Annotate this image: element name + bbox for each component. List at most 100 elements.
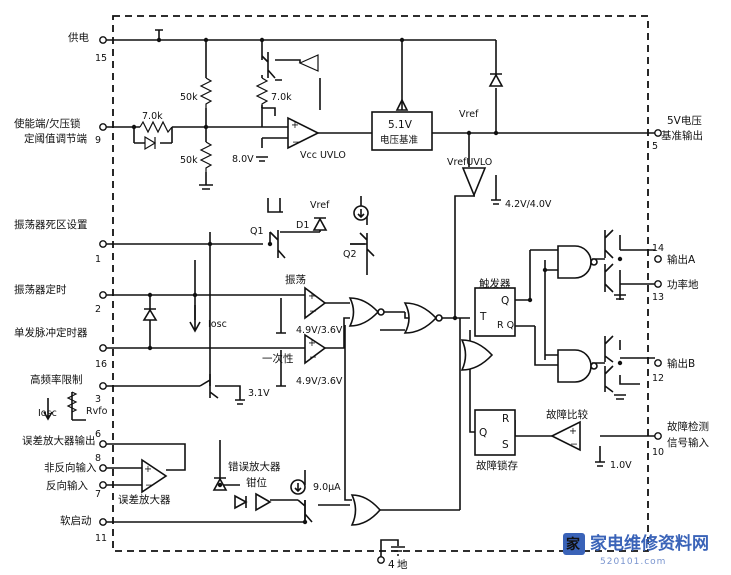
voltage: 3.1V <box>248 388 270 399</box>
label-2: 钳位 <box>246 476 267 489</box>
nand-gate-a <box>557 245 598 279</box>
pin-1: 振荡器死区设置 1 <box>14 218 107 265</box>
current-source-9ua: 9.0μA <box>290 479 341 523</box>
voltage-reference-block: 5.1V 电压基准 <box>371 98 433 151</box>
pin-label: 软启动 <box>60 514 92 527</box>
label: 误差放大器 <box>118 493 171 506</box>
svg-text:+: + <box>308 338 316 349</box>
pin-number: 14 <box>652 243 664 254</box>
pin-9: 使能端/欠压锁 定阈值调节端 9 <box>14 117 107 146</box>
label: 9.0μA <box>313 482 341 493</box>
vref-label: Vref <box>459 109 479 120</box>
pin-label: 输出B <box>667 357 695 370</box>
comparator-one-shot: + − 一次性 4.9V/3.6V <box>262 333 343 387</box>
value-label: 50k <box>180 155 198 166</box>
comparator-vref-uvlo: VrefUVLO 4.2V/4.0V <box>447 157 552 210</box>
rvfo-resistor: Rvfo Iosc <box>38 391 108 421</box>
pin-2: 振荡器定时 2 <box>14 283 107 315</box>
pin-number: 9 <box>95 135 101 146</box>
pin-label: 使能端/欠压锁 <box>14 117 81 130</box>
pin-number: 5 <box>652 141 658 152</box>
watermark-title: 家电维修资料网 <box>590 533 709 554</box>
pin-number: 3 <box>95 394 101 405</box>
threshold: 4.9V/3.6V <box>296 376 343 387</box>
diode-vref <box>488 73 504 87</box>
current-source-top <box>353 196 369 221</box>
pin-6: 误差放大器输出 6 <box>22 429 107 448</box>
value-label: 7.0k <box>142 111 163 122</box>
pin-number: 8 <box>95 453 101 464</box>
pin-s: S <box>502 439 509 451</box>
voltage: 5.1V <box>388 119 413 131</box>
threshold: 4.2V/4.0V <box>505 199 552 210</box>
pin-label-2: 信号输入 <box>667 436 709 449</box>
pin-4: 4 地 <box>377 539 408 571</box>
pin-16: 单发脉冲定时器 16 <box>14 326 107 370</box>
label: 故障比较 <box>546 408 588 421</box>
watermark-url: 520101.com <box>600 557 666 567</box>
nor-gate-osc <box>348 297 385 327</box>
pin-label: 5V电压 <box>667 114 702 127</box>
comparator-fault: + − 故障比较 1.0V <box>546 408 632 471</box>
pin-3: 高频率限制 3 <box>30 373 107 405</box>
transistor-uvlo <box>261 52 319 79</box>
pin-label: 振荡器死区设置 <box>14 218 88 231</box>
pin-label: 地 <box>397 558 408 571</box>
pin-number: 4 <box>388 559 395 571</box>
svg-text:−: − <box>292 137 300 148</box>
pin-11: 软启动 11 <box>60 514 107 544</box>
pin-label: 输出A <box>667 253 696 266</box>
pin-12: 输出B 12 <box>652 357 695 384</box>
value-label: 50k <box>180 92 198 103</box>
svg-text:−: − <box>309 306 317 317</box>
transistor-q1: Q1 <box>250 198 286 259</box>
label: 一次性 <box>262 352 294 365</box>
pin-label: 非反向输入 <box>44 461 97 474</box>
label: Rvfo <box>86 406 108 417</box>
svg-text:+: + <box>291 120 299 131</box>
pin-number: 16 <box>95 359 107 370</box>
pin-t: T <box>479 311 487 323</box>
label: Iosc <box>208 319 227 330</box>
threshold: 1.0V <box>610 460 632 471</box>
resistor-50k-bottom: 50k <box>180 141 213 172</box>
output-driver-b <box>604 335 626 400</box>
diode-pin2 <box>142 308 158 321</box>
pin-number: 2 <box>95 304 101 315</box>
pin-number: 12 <box>652 373 664 384</box>
nand-gate-b <box>557 349 598 383</box>
pin-label: 功率地 <box>667 278 699 291</box>
pin-number: 1 <box>95 254 101 265</box>
pin-label: 单发脉冲定时器 <box>14 326 88 339</box>
label: Q2 <box>343 249 357 260</box>
diode-d1: D1 <box>296 217 328 231</box>
flip-flop: 触发器 T Q R Q <box>474 277 516 337</box>
label: D1 <box>296 220 309 231</box>
nor-gate-2 <box>403 302 443 334</box>
pin-q: Q <box>479 427 487 439</box>
pin-7: 反向输入 7 <box>46 479 107 500</box>
pin-label: 振荡器定时 <box>14 283 67 296</box>
source-8v: 8.0V <box>232 154 254 165</box>
comparator-vcc-uvlo: + − Vcc UVLO <box>287 116 346 161</box>
pin-number: 15 <box>95 53 107 64</box>
pin-label: 误差放大器输出 <box>22 434 96 447</box>
pin-label: 高频率限制 <box>30 373 83 386</box>
label-1: 错误放大器 <box>228 460 281 473</box>
pin-number: 13 <box>652 292 664 303</box>
pin-8: 非反向输入 8 <box>44 453 107 474</box>
svg-text:+: + <box>569 426 577 437</box>
pin-15: 供电 15 <box>68 31 107 64</box>
watermark: 家 家电维修资料网 520101.com <box>563 533 709 567</box>
value-label: 7.0k <box>271 92 292 103</box>
label: 电压基准 <box>380 134 419 146</box>
iosc-label: Iosc <box>38 408 57 419</box>
pin-label: 供电 <box>68 31 89 44</box>
svg-text:−: − <box>309 352 317 363</box>
label: VrefUVLO <box>447 157 492 168</box>
pin-r: R <box>502 413 509 425</box>
svg-text:−: − <box>145 480 153 491</box>
transistor-q2: Q2 <box>343 232 375 260</box>
output-driver-a <box>604 229 626 300</box>
